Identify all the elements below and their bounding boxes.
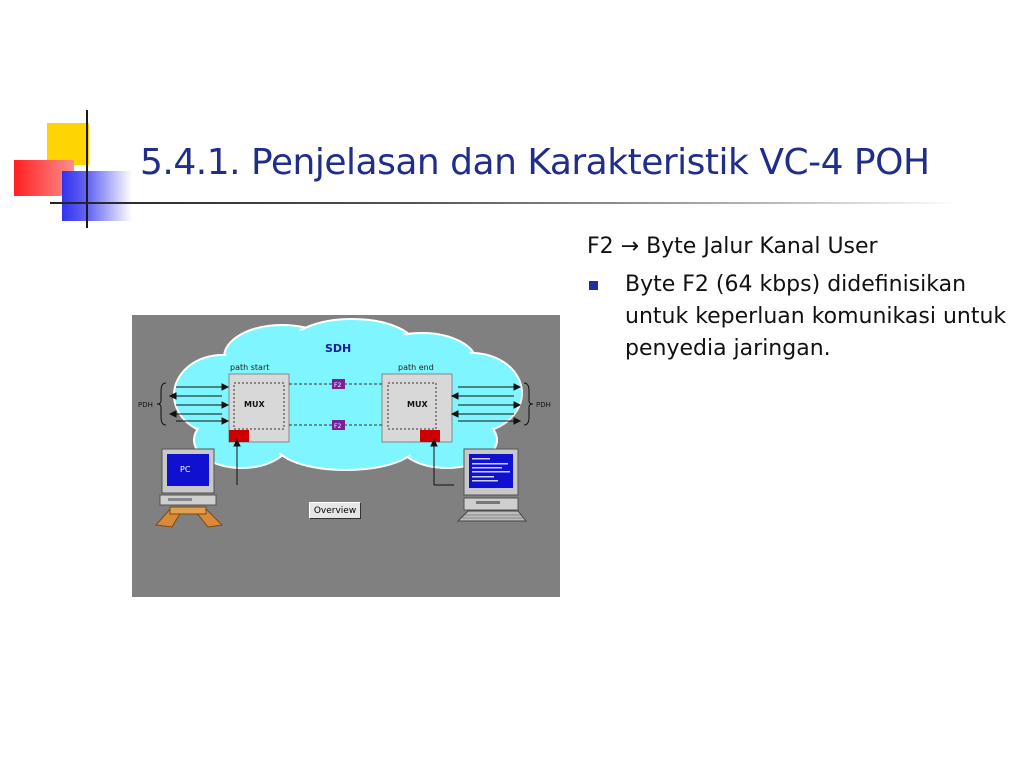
decor-blue-square (62, 171, 132, 221)
mux-left-label: MUX (244, 400, 265, 409)
bullet-item: Byte F2 (64 kbps) didefinisikan untuk ke… (587, 269, 1007, 365)
decor-yellow-square (47, 123, 89, 165)
title-underline (50, 202, 960, 204)
intro-line: F2 → Byte Jalur Kanal User (587, 234, 878, 259)
mux-left: MUX (228, 373, 290, 443)
bullet-square-icon (589, 281, 598, 290)
mux-right-label: MUX (407, 400, 428, 409)
bullet-text: Byte F2 (64 kbps) didefinisikan untuk ke… (625, 272, 1007, 361)
overview-button[interactable]: Overview (309, 502, 361, 519)
pdh-left-brace (156, 382, 167, 426)
text-panel: F2 → Byte Jalur Kanal User Byte F2 (64 k… (587, 234, 1007, 365)
pdh-left-label: PDH (138, 401, 153, 409)
f2-top-tag (332, 379, 345, 389)
pdh-left-arrows (168, 383, 230, 425)
pdh-right-arrows (450, 383, 522, 425)
mux-right-red-block (420, 430, 440, 442)
sdh-f2-diagram: SDH path start path end MUX MUX F2 F2 (132, 315, 560, 597)
pdh-right-brace (523, 382, 534, 426)
pc-connection-lines (233, 438, 454, 486)
sdh-label: SDH (325, 342, 351, 355)
pdh-right-label: PDH (536, 401, 551, 409)
pc-right (456, 448, 528, 522)
mux-right: MUX (381, 373, 453, 443)
path-start-label: path start (230, 363, 269, 372)
decor-vertical-line (86, 110, 88, 228)
path-end-label: path end (398, 363, 434, 372)
mux-left-red-block (229, 430, 249, 442)
pc-left: PC (154, 448, 224, 528)
f2-bottom-label: F2 (334, 423, 341, 430)
slide-title: 5.4.1. Penjelasan dan Karakteristik VC-4… (140, 142, 930, 183)
f2-bottom-tag (332, 420, 345, 430)
pc-left-label: PC (180, 465, 191, 474)
f2-top-label: F2 (334, 382, 341, 389)
